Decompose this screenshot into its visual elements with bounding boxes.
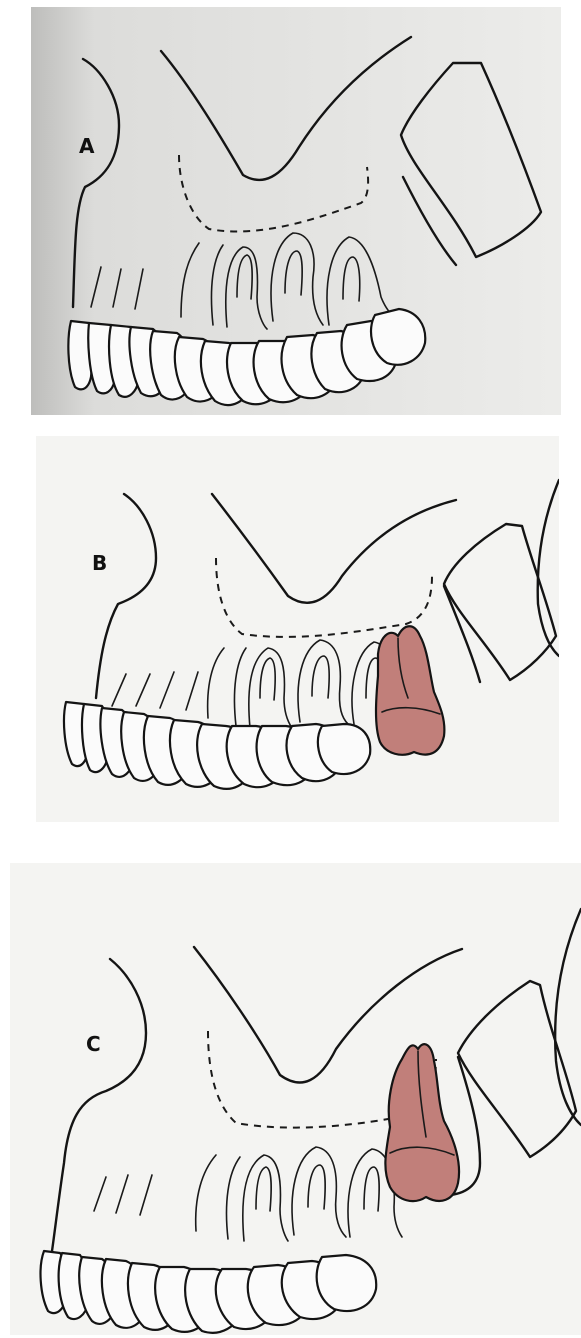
panel-label-b: B [92,551,107,575]
panel-label-c: C [86,1032,101,1056]
panel-label-a: A [79,134,95,158]
panel-c: C [10,863,581,1335]
panel-a: A [31,7,561,415]
maxilla-drawing-a: A [31,7,561,415]
maxilla-drawing-c: C [10,863,581,1335]
panel-b: B [36,436,559,822]
maxilla-drawing-b: B [36,436,559,822]
